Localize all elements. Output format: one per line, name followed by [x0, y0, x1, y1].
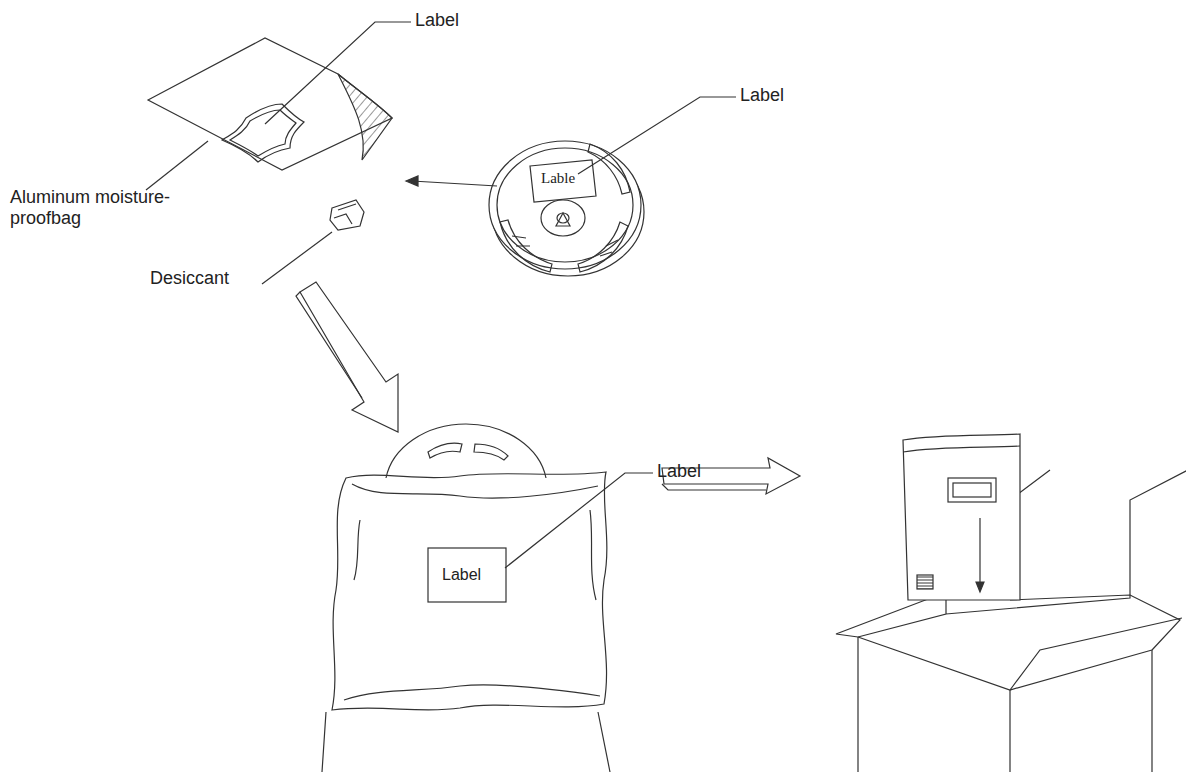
part-name: Aluminum moisture-proofbag	[10, 187, 190, 228]
flow-arrow	[296, 292, 362, 398]
flow-arrow	[406, 176, 497, 186]
desiccant-pack	[330, 200, 364, 230]
reel-label-text: Lable	[541, 170, 601, 187]
callout-label: Label	[415, 10, 495, 31]
tape-reel	[489, 141, 644, 276]
callout-label: Label	[657, 461, 737, 482]
flow-arrow	[300, 282, 398, 432]
moisture-proof-bag	[148, 38, 392, 170]
flow-arrow	[662, 484, 766, 490]
callout-label: Label	[740, 85, 820, 106]
bag-into-carton	[903, 434, 1020, 600]
bag-label-text: Label	[442, 566, 502, 584]
leader-line	[146, 22, 736, 568]
sealed-bag	[322, 424, 610, 772]
part-name: Desiccant	[150, 268, 260, 289]
